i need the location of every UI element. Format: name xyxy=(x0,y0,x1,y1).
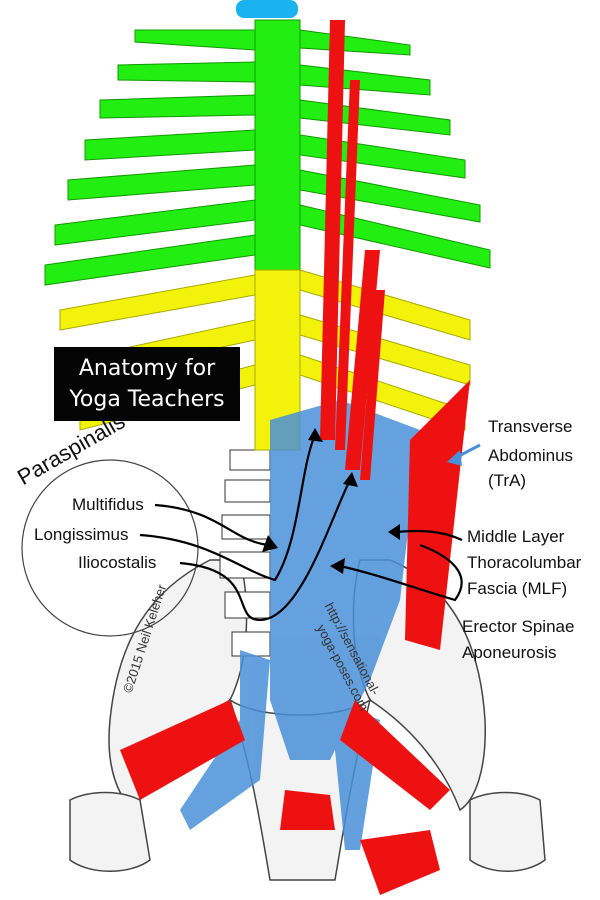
arrowheads xyxy=(262,428,400,574)
multifidus-label: Multifidus xyxy=(72,495,144,514)
thoracic-ribs xyxy=(44,19,491,286)
mlf-label-line-2: Thoracolumbar xyxy=(467,553,582,572)
cervical-vertebra xyxy=(236,0,298,18)
tra-label-line-3: (TrA) xyxy=(488,471,527,490)
muscles xyxy=(120,20,470,895)
esa-label-line-1: Erector Spinae xyxy=(462,617,575,636)
paraspinalis-circle xyxy=(21,459,199,637)
iliocostalis-label: Iliocostalis xyxy=(78,553,157,572)
tra-label-line-2: Abdominus xyxy=(488,446,574,465)
title-line-1: Anatomy for xyxy=(78,356,216,381)
longissimus-label: Longissimus xyxy=(34,525,129,544)
leader-lines xyxy=(139,434,463,622)
tra-label-line-1: Transverse xyxy=(488,417,573,436)
tra-arrowhead xyxy=(447,450,462,466)
mlf-label-line-1: Middle Layer xyxy=(467,527,565,546)
title-line-2: Yoga Teachers xyxy=(69,387,225,412)
esa-label-line-2: Aponeurosis xyxy=(462,643,557,662)
mlf-label-line-3: Fascia (MLF) xyxy=(467,579,568,598)
title-banner: Anatomy for Yoga Teachers xyxy=(54,347,240,421)
